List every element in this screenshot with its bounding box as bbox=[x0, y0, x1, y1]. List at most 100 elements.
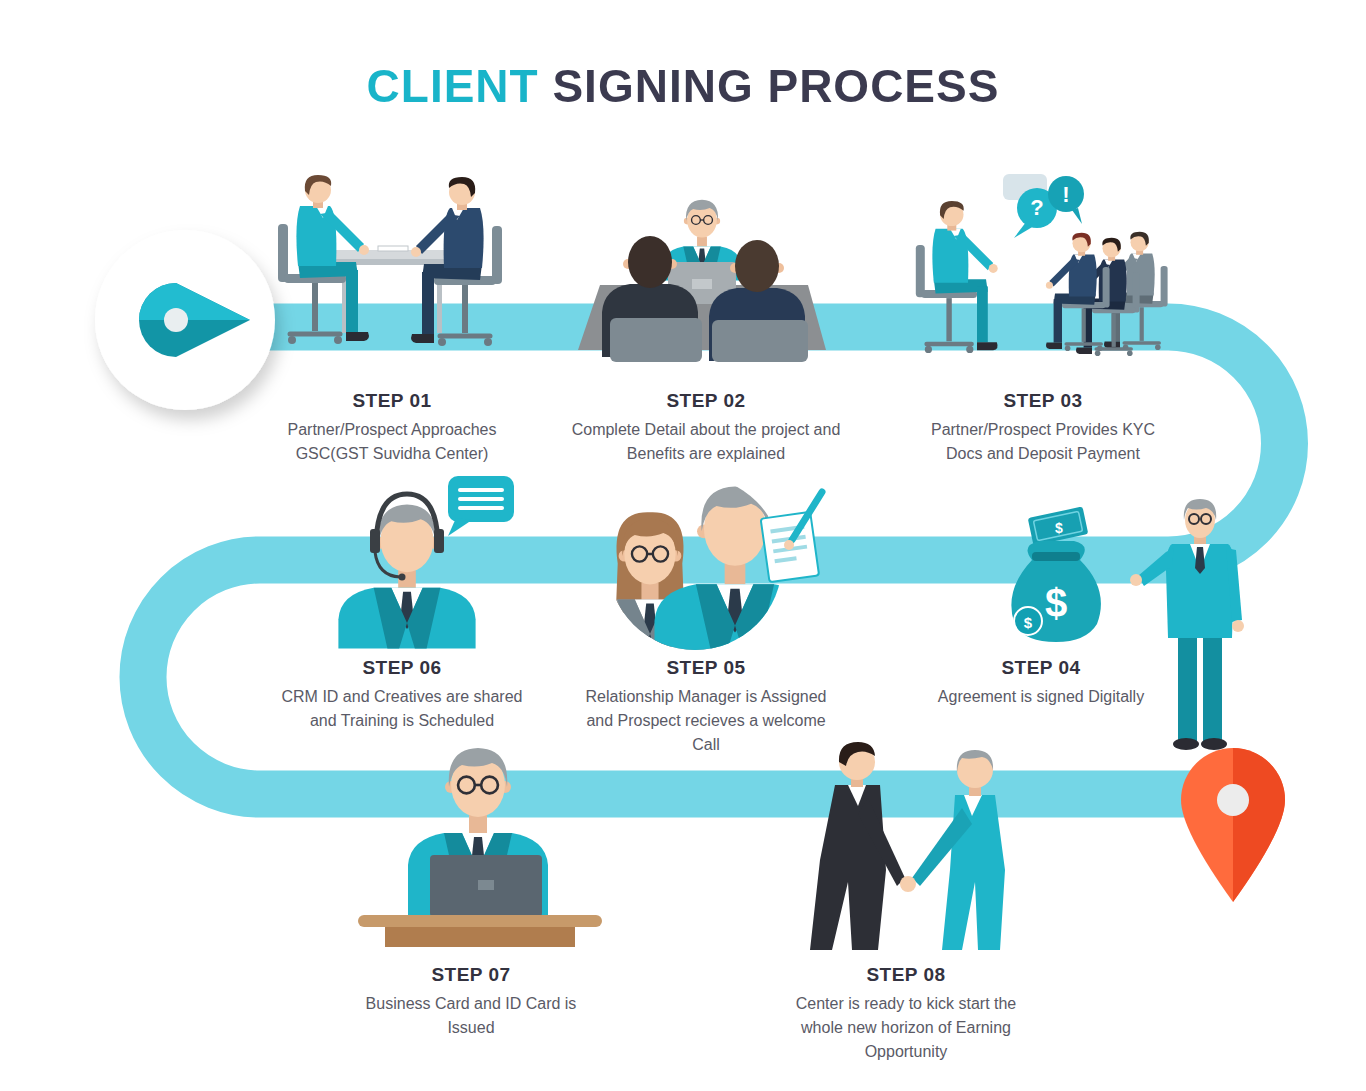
step-description: Partner/Prospect Approaches GSC(GST Suvi… bbox=[272, 418, 512, 466]
step-08-illustration bbox=[964, 795, 982, 816]
step-08-illustration bbox=[912, 808, 972, 886]
step-03-illustration bbox=[1072, 208, 1082, 224]
end-marker bbox=[1181, 748, 1285, 902]
step-05-illustration bbox=[784, 540, 794, 550]
step-01-illustration bbox=[411, 177, 502, 346]
step-04-illustration bbox=[1014, 607, 1042, 635]
step-heading: STEP 01 bbox=[272, 389, 512, 413]
title: CLIENT SIGNING PROCESS bbox=[367, 58, 1000, 114]
step-block: STEP 02 Complete Detail about the project… bbox=[571, 389, 841, 466]
step-02-illustration bbox=[712, 320, 808, 362]
step-03-illustration bbox=[916, 174, 1168, 356]
start-marker bbox=[164, 308, 188, 332]
step-05-illustration bbox=[761, 512, 819, 582]
step-heading: STEP 07 bbox=[355, 963, 587, 987]
step-07-illustration bbox=[358, 748, 602, 947]
start-marker bbox=[139, 283, 250, 320]
step-description: Center is ready to kick start the whole … bbox=[777, 992, 1035, 1064]
step-description: Relationship Manager is Assigned and Pro… bbox=[576, 685, 836, 757]
step-heading: STEP 08 bbox=[777, 963, 1035, 987]
step-06-illustration bbox=[376, 494, 438, 541]
start-marker bbox=[139, 283, 250, 357]
step-02-illustration bbox=[692, 279, 712, 289]
step-05-illustration bbox=[584, 486, 823, 658]
step-07-illustration bbox=[385, 927, 575, 947]
step-01-illustration bbox=[378, 246, 408, 251]
step-block: STEP 03 Partner/Prospect Provides KYC Doc… bbox=[923, 389, 1163, 466]
step-02-illustration bbox=[610, 318, 702, 362]
step-01-illustration bbox=[278, 175, 369, 344]
step-description: Complete Detail about the project and Be… bbox=[571, 418, 841, 466]
step-08-illustration bbox=[848, 785, 866, 806]
step-08-illustration bbox=[858, 798, 905, 886]
step-description: Business Card and ID Card is Issued bbox=[355, 992, 587, 1040]
step-heading: STEP 02 bbox=[571, 389, 841, 413]
step-06-illustration bbox=[370, 529, 380, 553]
step-05-illustration bbox=[761, 512, 819, 582]
end-marker bbox=[1217, 784, 1249, 816]
step-04-illustration bbox=[1033, 511, 1082, 540]
step-05-illustration bbox=[774, 556, 796, 563]
road bbox=[143, 327, 1285, 794]
step-02-illustration bbox=[692, 216, 713, 225]
step-04-illustration bbox=[1032, 552, 1080, 561]
end-marker bbox=[1233, 748, 1285, 902]
start-marker bbox=[95, 230, 275, 410]
step-06-illustration bbox=[434, 529, 444, 553]
step-05-illustration bbox=[792, 492, 822, 540]
step-06-illustration bbox=[448, 518, 472, 536]
step-04-illustration bbox=[1011, 541, 1101, 642]
icon-glyph: $ bbox=[1024, 615, 1032, 630]
step-heading: STEP 04 bbox=[916, 656, 1166, 680]
step-description: Partner/Prospect Provides KYC Docs and D… bbox=[923, 418, 1163, 466]
step-08-illustration bbox=[900, 876, 916, 892]
step-heading: STEP 03 bbox=[923, 389, 1163, 413]
step-06-illustration bbox=[448, 476, 514, 522]
step-description: Agreement is signed Digitally bbox=[916, 685, 1166, 709]
step-07-illustration bbox=[430, 855, 542, 917]
step-04-illustration bbox=[1130, 499, 1244, 750]
step-06-illustration bbox=[375, 552, 400, 577]
step-07-illustration bbox=[478, 880, 494, 890]
step-block: STEP 05 Relationship Manager is Assigned … bbox=[576, 656, 836, 757]
step-08-illustration bbox=[839, 742, 875, 766]
end-marker bbox=[1181, 748, 1285, 902]
step-06-illustration bbox=[399, 574, 406, 581]
start-marker bbox=[95, 230, 275, 410]
step-05-illustration bbox=[632, 546, 668, 561]
step-06-illustration bbox=[338, 505, 475, 649]
step-block: STEP 06 CRM ID and Creatives are shared a… bbox=[273, 656, 531, 733]
step-08-illustration bbox=[810, 785, 886, 950]
icon-glyph: ! bbox=[1062, 184, 1069, 206]
icon-glyph: $ bbox=[1055, 521, 1063, 535]
step-03-illustration bbox=[916, 201, 998, 353]
step-04-illustration bbox=[1028, 506, 1089, 545]
road bbox=[143, 327, 1285, 794]
step-06-illustration bbox=[458, 506, 504, 510]
step-04-illustration bbox=[1011, 499, 1244, 750]
step-block: STEP 01 Partner/Prospect Approaches GSC(G… bbox=[272, 389, 512, 466]
icon-glyph: $ bbox=[1045, 583, 1067, 623]
step-07-illustration bbox=[458, 777, 498, 794]
step-heading: STEP 05 bbox=[576, 656, 836, 680]
step-08-illustration bbox=[810, 742, 1005, 950]
step-06-illustration bbox=[338, 476, 514, 649]
step-08-illustration bbox=[957, 750, 993, 772]
step-heading: STEP 06 bbox=[273, 656, 531, 680]
step-block: STEP 04 Agreement is signed Digitally bbox=[916, 656, 1166, 709]
step-description: CRM ID and Creatives are shared and Trai… bbox=[273, 685, 531, 733]
step-02-illustration bbox=[578, 200, 826, 362]
step-07-illustration bbox=[358, 915, 602, 927]
step-08-illustration bbox=[942, 795, 1005, 950]
step-03-illustration bbox=[1046, 233, 1110, 351]
title-row: CLIENT SIGNING PROCESS bbox=[0, 58, 1366, 114]
step-06-illustration bbox=[458, 497, 504, 501]
step-03-illustration bbox=[1048, 176, 1084, 212]
step-block: STEP 07 Business Card and ID Card is Issu… bbox=[355, 963, 587, 1040]
step-06-illustration bbox=[458, 488, 504, 492]
icon-glyph: ? bbox=[1030, 197, 1043, 219]
step-block: STEP 08 Center is ready to kick start the… bbox=[777, 963, 1035, 1064]
